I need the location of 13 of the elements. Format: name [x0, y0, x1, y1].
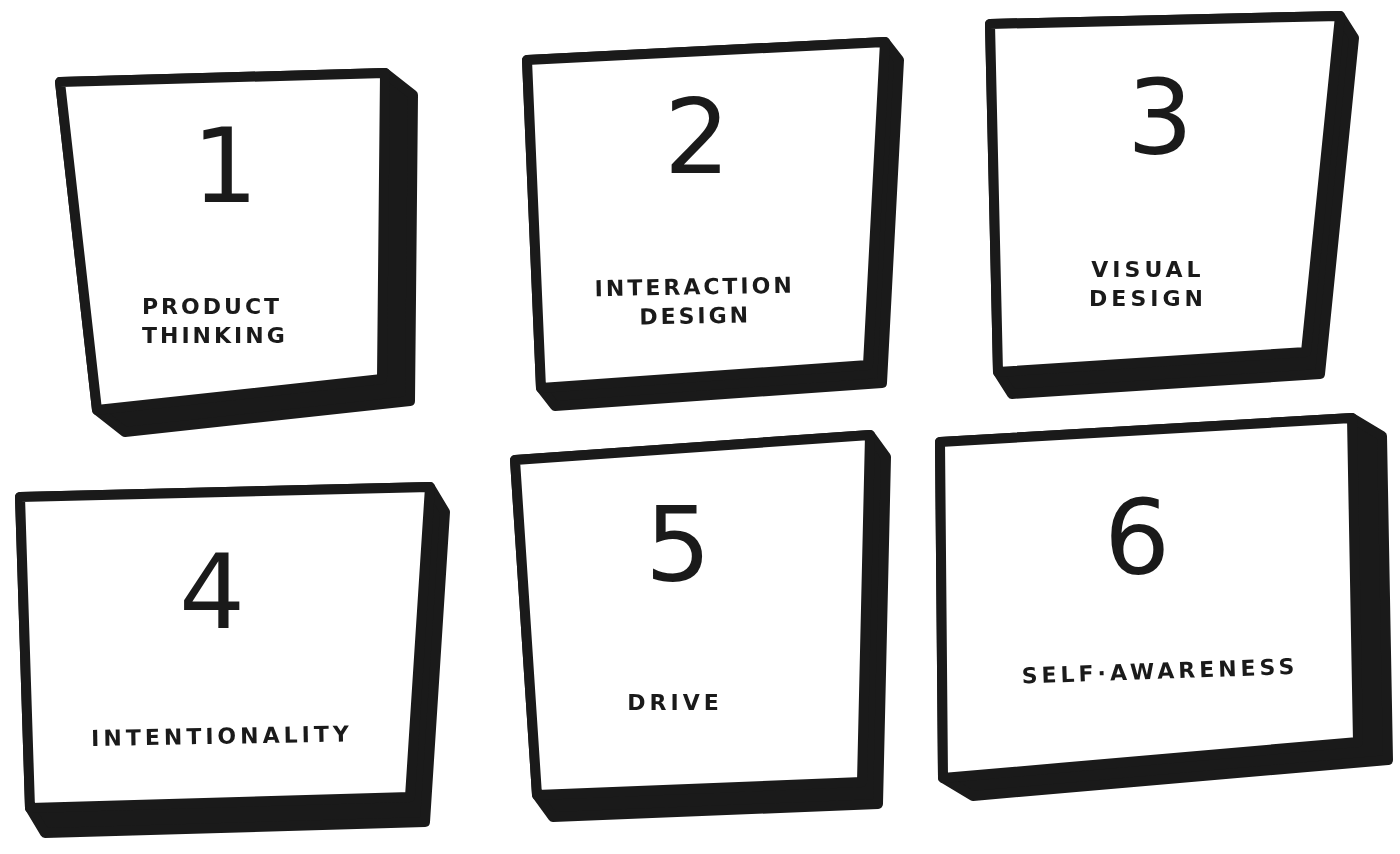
- extruded-card: [984, 10, 1362, 402]
- card-number: 5: [644, 493, 712, 597]
- card-title: INTENTIONALITY: [90, 720, 354, 753]
- card-number: 4: [178, 540, 246, 644]
- card-number: 1: [191, 114, 259, 218]
- card-title: VISUAL DESIGN: [1088, 256, 1208, 313]
- card-title: PRODUCT THINKING: [142, 293, 289, 350]
- card-number: 2: [663, 85, 731, 189]
- card-number: 6: [1103, 486, 1171, 590]
- card-title: DRIVE: [626, 688, 724, 717]
- card-title: INTERACTION DESIGN: [593, 271, 796, 331]
- card-number: 3: [1126, 66, 1194, 170]
- card-title: SELF·AWARENESS: [1020, 652, 1300, 691]
